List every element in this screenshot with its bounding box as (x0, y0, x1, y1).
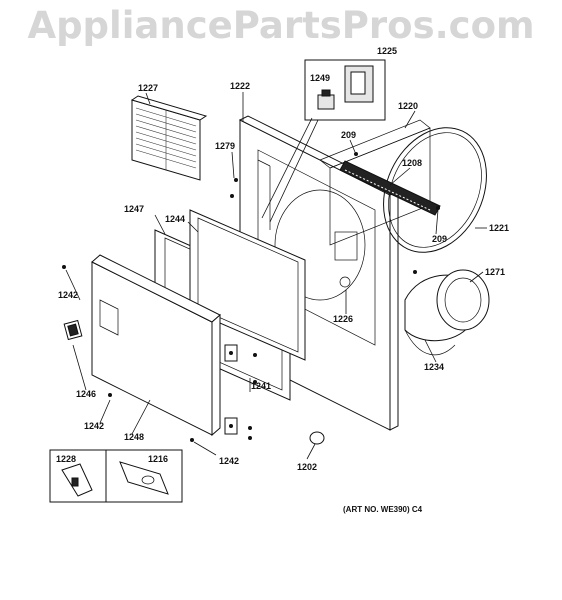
label-1225: 1225 (377, 46, 397, 56)
hinges (224, 344, 238, 435)
door-strike (63, 319, 83, 341)
label-1242-left: 1242 (58, 290, 78, 300)
label-209-right: 209 (432, 234, 447, 244)
outer-door (91, 254, 221, 437)
label-1220: 1220 (398, 101, 418, 111)
label-1222: 1222 (230, 81, 250, 91)
part-labels: 1227 1222 1225 1249 1220 209 1279 1208 1… (56, 46, 509, 472)
leader-lines (65, 92, 487, 460)
label-1221: 1221 (489, 223, 509, 233)
label-1247: 1247 (124, 204, 144, 214)
label-1227: 1227 (138, 83, 158, 93)
label-1242-bottom-left: 1242 (84, 421, 104, 431)
drum-seal-ring (383, 127, 487, 253)
art-number: (ART NO. WE390) C4 (343, 505, 423, 514)
label-1202: 1202 (297, 462, 317, 472)
label-1271: 1271 (485, 267, 505, 277)
exhaust-duct (404, 269, 490, 356)
label-1246: 1246 (76, 389, 96, 399)
label-1234: 1234 (424, 362, 444, 372)
watermark: AppliancePartsPros.com (27, 4, 535, 47)
label-209-top: 209 (341, 130, 356, 140)
label-1241: 1241 (251, 381, 271, 391)
heater-strip (339, 160, 441, 216)
label-1244: 1244 (165, 214, 185, 224)
label-1226: 1226 (333, 314, 353, 324)
bottom-insets (49, 449, 183, 503)
label-1248: 1248 (124, 432, 144, 442)
label-1216: 1216 (148, 454, 168, 464)
label-1249: 1249 (310, 73, 330, 83)
label-1242-bottom: 1242 (219, 456, 239, 466)
label-1228: 1228 (56, 454, 76, 464)
door-knob (309, 431, 325, 445)
door-switch-inset (261, 59, 386, 223)
label-1208: 1208 (402, 158, 422, 168)
label-1279: 1279 (215, 141, 235, 151)
lint-filter (130, 95, 208, 181)
screws (62, 152, 440, 442)
